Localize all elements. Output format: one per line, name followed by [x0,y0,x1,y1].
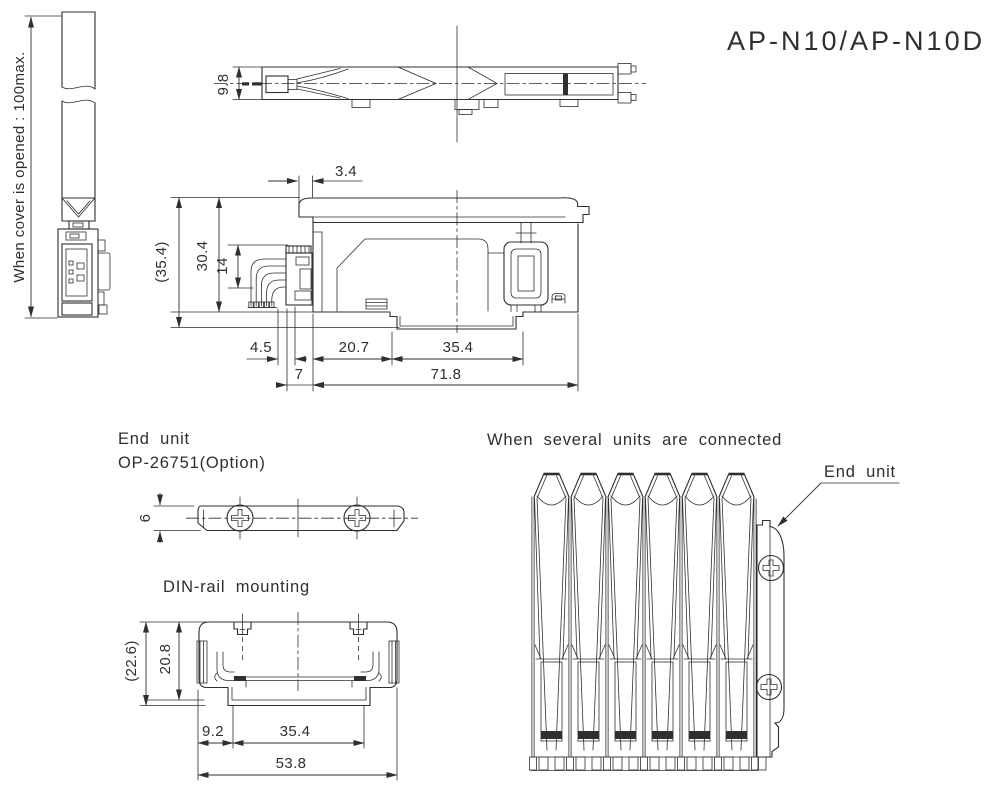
dim-din-body-height: 20.8 [157,644,174,675]
dim-cable-gap: 4.5 [250,339,272,356]
end-unit-part-number: OP-26751(Option) [118,454,266,472]
connected-units-label: When several units are connected [487,431,782,449]
cover-outline [298,197,590,224]
open-cover-side-view: When cover is opened : 100max. [11,11,111,319]
end-unit-bar-outline [197,505,405,532]
dim-din-overall-width: 53.8 [276,755,307,772]
connected-units-view: When several units are connected [487,431,900,772]
open-cover-note: When cover is opened : 100max. [11,51,28,282]
connected-end-unit [755,519,785,771]
din-spring-clip [360,651,382,682]
fiber-connector [285,245,313,306]
drawing-title: AP-N10/AP-N10D [727,26,985,56]
din-rail-mounting-view: DIN-rail mounting (22.6) 20.8 9.2 35.4 5… [123,578,400,781]
phillips-screw-icon [755,673,783,701]
body-outline [312,221,579,330]
top-view: 9.8 [214,25,646,143]
dim-front-depth: 7 [295,366,304,383]
din-rail-label: DIN-rail mounting [163,578,310,596]
dim-cover-offset: 3.4 [335,163,357,180]
phillips-screw-icon [343,496,371,540]
dim-end-unit-thickness: 6 [137,514,154,523]
dim-overall-depth: 71.8 [431,366,462,383]
din-body-outline [198,621,398,707]
dim-overall-height: (35.4) [153,241,170,283]
dim-body-height: 30.4 [194,241,211,272]
latch-mechanism [503,222,549,312]
dim-din-rail-width: 35.4 [280,723,311,740]
dim-rail-slot-width: 35.4 [443,339,474,356]
main-side-view: (35.4) 30.4 14 3.4 4.5 20.7 35.4 7 71.8 [153,163,590,392]
sensor-unit [529,472,570,771]
end-unit-option-view: End unit OP-26751(Option) 6 [118,430,418,543]
end-unit-label: End unit [118,430,190,448]
dim-cable-bend: 14 [214,257,231,275]
din-spring-clip [214,651,235,682]
cover-strip-outline [61,11,96,199]
dim-din-overall-height: (22.6) [123,640,140,682]
dim-top-height: 9.8 [215,73,232,95]
dim-din-side-offset: 9.2 [202,723,224,740]
phillips-screw-icon [757,554,785,582]
clip-detail [551,293,566,304]
fiber-cables [247,258,287,308]
end-unit-callout: End unit [824,463,896,481]
end-unit-leader-line [777,482,822,527]
dim-front-to-rail: 20.7 [339,339,370,356]
phillips-screw-icon [226,496,254,540]
